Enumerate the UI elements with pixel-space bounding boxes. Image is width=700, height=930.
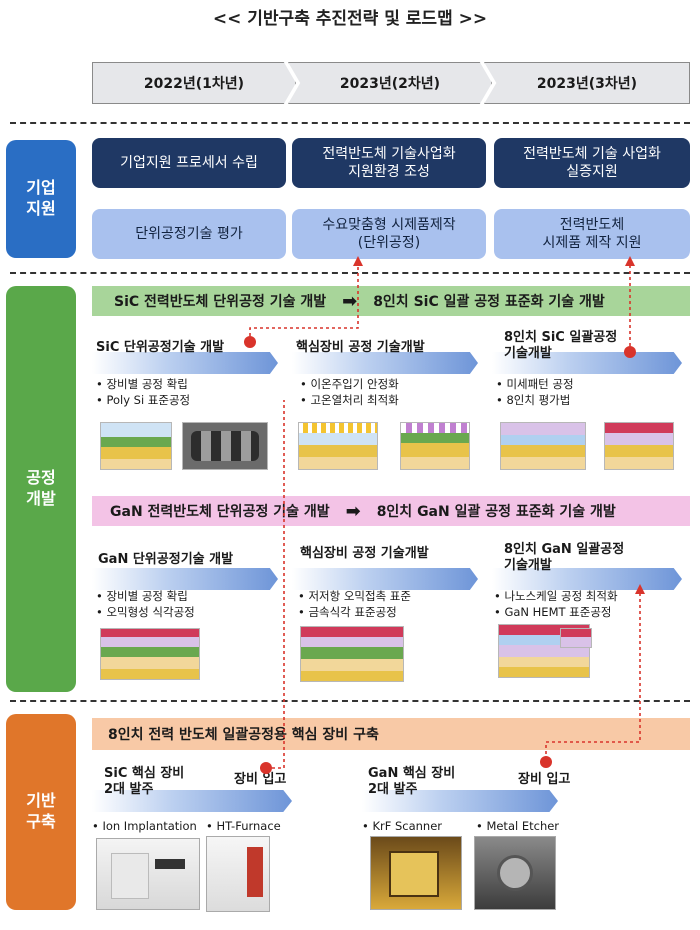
divider [10,272,690,274]
equip-install-1: 장비 입고 [234,772,287,787]
gan-equip-arrow [362,790,558,812]
arrow-right-icon: ➡ [342,290,358,312]
sic-banner-right: 8인치 SiC 일괄 공정 표준화 기술 개발 [373,294,605,310]
divider [10,122,690,124]
arrowhead-icon [353,256,363,266]
sic-stage-1-title: SiC 단위공정기술 개발 [96,340,225,355]
ht-furnace-photo [206,836,270,912]
connector-gan-equip [545,590,641,760]
sic-stage-3-title: 8인치 SiC 일괄공정 기술개발 [504,330,618,362]
corp-eval-2: 수요맞춤형 시제품제작 (단위공정) [292,209,486,259]
timeline-year-3: 2023년(3차년) [484,62,690,104]
ion-implantation-photo [96,838,200,910]
sic-banner-left: SiC 전력반도체 단위공정 기술 개발 [114,294,327,310]
gan-stage-1-title: GaN 단위공정기술 개발 [98,552,234,567]
gan-stage-3-bullet: • 나노스케일 공정 최적화 [494,589,618,603]
sic-device-image [100,422,172,470]
section-label-process: 공정 개발 [6,286,76,692]
divider [10,700,690,702]
timeline-year-2: 2023년(2차년) [288,62,492,104]
section-label-corp: 기업 지원 [6,140,76,258]
gan-banner-left: GaN 전력반도체 단위공정 기술 개발 [110,504,330,520]
sic-anneal-image [400,422,470,470]
sic-sem-image [182,422,268,470]
sic-stage-1-bullet: • 장비별 공정 확립 [96,377,188,391]
sic-equip-arrow [92,790,292,812]
sic-pattern-image [500,422,586,470]
gan-banner: GaN 전력반도체 단위공정 기술 개발 ➡ 8인치 GaN 일괄 공정 표준화… [92,496,690,526]
gan-stage-3-title: 8인치 GaN 일괄공정 기술개발 [504,542,625,574]
sic-stage-2-arrow [292,352,478,374]
infra-banner: 8인치 전력 반도체 일괄공정용 핵심 장비 구축 [92,718,690,750]
sic-stage-1-bullet: • Poly Si 표준공정 [96,393,191,407]
sic-stage-2-bullet: • 이온주입기 안정화 [300,377,399,391]
sic-stage-3-bullet: • 8인치 평가법 [496,393,571,407]
sic-stage-2-bullet: • 고온열처리 최적화 [300,393,399,407]
infra-banner-text: 8인치 전력 반도체 일괄공정용 핵심 장비 구축 [108,727,379,743]
sic-8inch-image [604,422,674,470]
timeline-year-1: 2022년(1차년) [92,62,296,104]
sic-implant-image [298,422,378,470]
corp-task-3: 전력반도체 기술 사업화 실증지원 [494,138,690,188]
equip-label-4: • Metal Etcher [476,819,560,833]
gan-device-image-3 [498,624,590,678]
krf-scanner-photo [370,836,462,910]
sic-stage-2-title: 핵심장비 공정 기술개발 [296,340,425,355]
connector-sic-equip [266,400,285,769]
connector-sic-to-corp [249,262,359,342]
sic-stage-3-arrow [492,352,682,374]
section-label-infra: 기반 구축 [6,714,76,910]
arrowhead-icon [625,256,635,266]
sic-stage-3-bullet: • 미세패턴 공정 [496,377,574,391]
sic-equip-order: SiC 핵심 장비 2대 발주 [104,766,185,798]
milestone-dot [624,346,636,358]
corp-eval-1: 단위공정기술 평가 [92,209,286,259]
gan-banner-right: 8인치 GaN 일괄 공정 표준화 기술 개발 [376,504,616,520]
sic-stage-1-arrow [92,352,278,374]
milestone-dot [244,336,256,348]
arrowhead-icon [635,584,645,594]
gan-device-image-2 [300,626,404,682]
equip-install-2: 장비 입고 [518,772,571,787]
gan-device-image-1 [100,628,200,680]
corp-task-2: 전력반도체 기술사업화 지원환경 조성 [292,138,486,188]
corp-eval-3: 전력반도체 시제품 제작 지원 [494,209,690,259]
gan-stage-1-bullet: • 장비별 공정 확립 [96,589,188,603]
gan-stage-1-arrow [92,568,278,590]
gan-stage-2-title: 핵심장비 공정 기술개발 [300,546,429,561]
gan-stage-2-arrow [292,568,478,590]
corp-task-1: 기업지원 프로세서 수립 [92,138,286,188]
gan-stage-1-bullet: • 오믹형성 식각공정 [96,605,195,619]
arrow-right-icon: ➡ [345,500,361,522]
equip-label-3: • KrF Scanner [362,819,443,833]
equip-label-1: • Ion Implantation [92,819,197,833]
gan-stage-2-bullet: • 금속식각 표준공정 [298,605,397,619]
metal-etcher-photo [474,836,556,910]
gan-stage-2-bullet: • 저저항 오믹접촉 표준 [298,589,411,603]
milestone-dot [260,762,272,774]
sic-banner: SiC 전력반도체 단위공정 기술 개발 ➡ 8인치 SiC 일괄 공정 표준화… [92,286,690,316]
gan-device-detail-image [560,628,592,648]
gan-stage-3-bullet: • GaN HEMT 표준공정 [494,605,612,619]
page-title: << 기반구축 추진전략 및 로드맵 >> [212,9,488,29]
equip-label-2: • HT-Furnace [206,819,281,833]
milestone-dot [540,756,552,768]
gan-equip-order: GaN 핵심 장비 2대 발주 [368,766,456,798]
gan-stage-3-arrow [492,568,682,590]
